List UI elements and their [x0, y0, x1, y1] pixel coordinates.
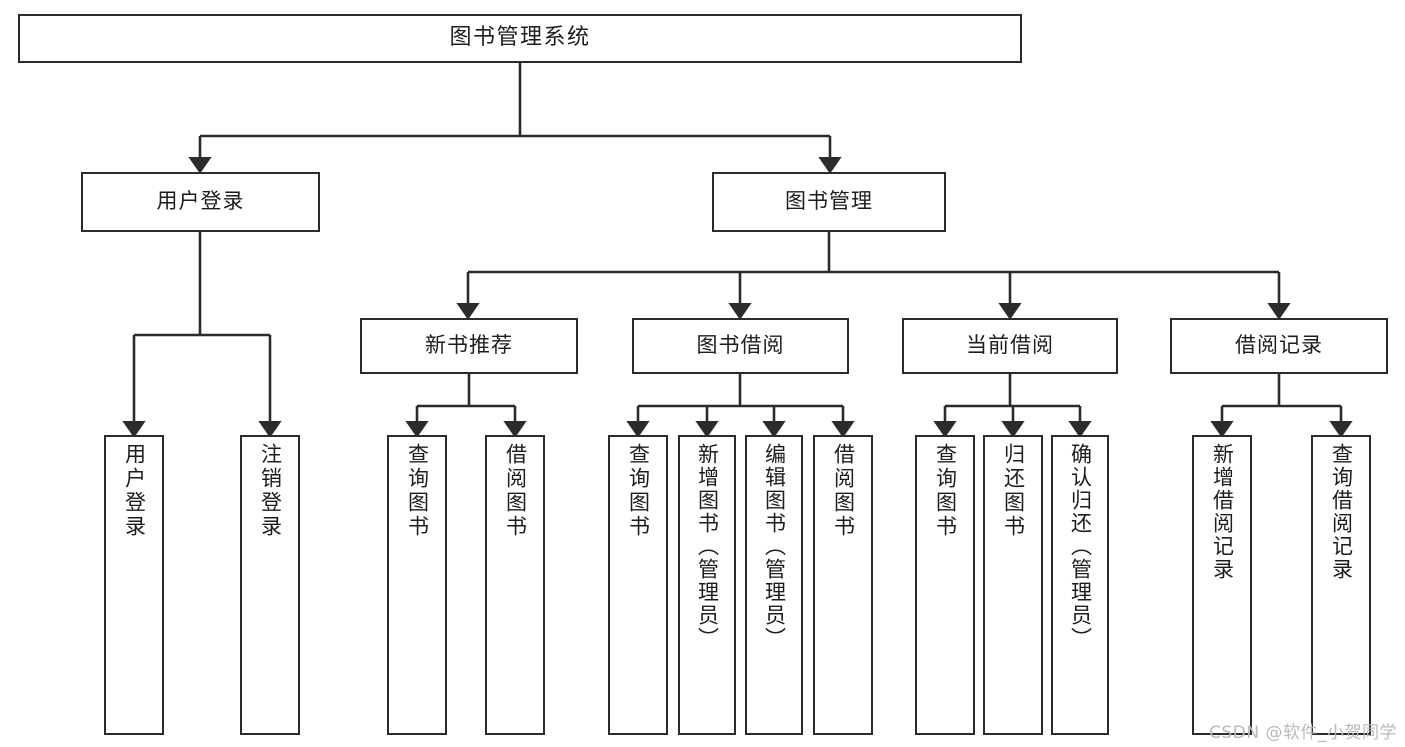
node-label: 查询借阅记录: [1329, 443, 1354, 581]
leaf-query-borrow-record[interactable]: 查询借阅记录: [1311, 435, 1371, 735]
node-borrow-record[interactable]: 借阅记录: [1170, 318, 1388, 374]
leaf-edit-book-admin[interactable]: 编辑图书（管理员）: [745, 435, 803, 735]
node-label: 图书管理系统: [449, 25, 591, 51]
node-label: 借阅图书: [503, 443, 528, 539]
leaf-user-logout[interactable]: 注销登录: [240, 435, 300, 735]
leaf-add-borrow-record[interactable]: 新增借阅记录: [1192, 435, 1252, 735]
node-label: 新书推荐: [425, 333, 513, 358]
node-label: 图书管理: [785, 189, 873, 214]
node-root-system[interactable]: 图书管理系统: [18, 14, 1022, 63]
node-label: 新增借阅记录: [1210, 443, 1235, 581]
node-current-borrow[interactable]: 当前借阅: [902, 318, 1118, 374]
node-label: 借阅图书: [831, 443, 856, 539]
node-label: 新增图书（管理员）: [695, 443, 720, 650]
leaf-confirm-return-admin[interactable]: 确认归还（管理员）: [1051, 435, 1109, 735]
node-label: 确认归还（管理员）: [1068, 443, 1093, 650]
node-book-borrow[interactable]: 图书借阅: [632, 318, 849, 374]
node-label: 当前借阅: [966, 333, 1054, 358]
node-label: 查询图书: [405, 443, 430, 539]
node-book-management[interactable]: 图书管理: [712, 172, 946, 232]
leaf-add-book-admin[interactable]: 新增图书（管理员）: [678, 435, 736, 735]
leaf-new-book-borrow[interactable]: 借阅图书: [485, 435, 545, 735]
node-label: 归还图书: [1001, 443, 1026, 539]
node-label: 编辑图书（管理员）: [762, 443, 787, 650]
node-label: 借阅记录: [1235, 333, 1323, 358]
node-label: 查询图书: [626, 443, 651, 539]
node-new-book-recommend[interactable]: 新书推荐: [360, 318, 578, 374]
node-label: 图书借阅: [696, 333, 785, 358]
node-user-login[interactable]: 用户登录: [81, 172, 320, 232]
leaf-new-book-query[interactable]: 查询图书: [387, 435, 447, 735]
node-label: 用户登录: [156, 189, 245, 214]
leaf-current-query-book[interactable]: 查询图书: [915, 435, 975, 735]
node-label: 查询图书: [933, 443, 958, 539]
leaf-user-login[interactable]: 用户登录: [104, 435, 164, 735]
node-label: 用户登录: [122, 443, 147, 539]
csdn-watermark: CSDN @软件_小贺同学: [1209, 723, 1397, 743]
leaf-borrow-book[interactable]: 借阅图书: [813, 435, 873, 735]
leaf-borrow-query-book[interactable]: 查询图书: [608, 435, 668, 735]
node-label: 注销登录: [258, 443, 283, 539]
leaf-return-book[interactable]: 归还图书: [983, 435, 1043, 735]
